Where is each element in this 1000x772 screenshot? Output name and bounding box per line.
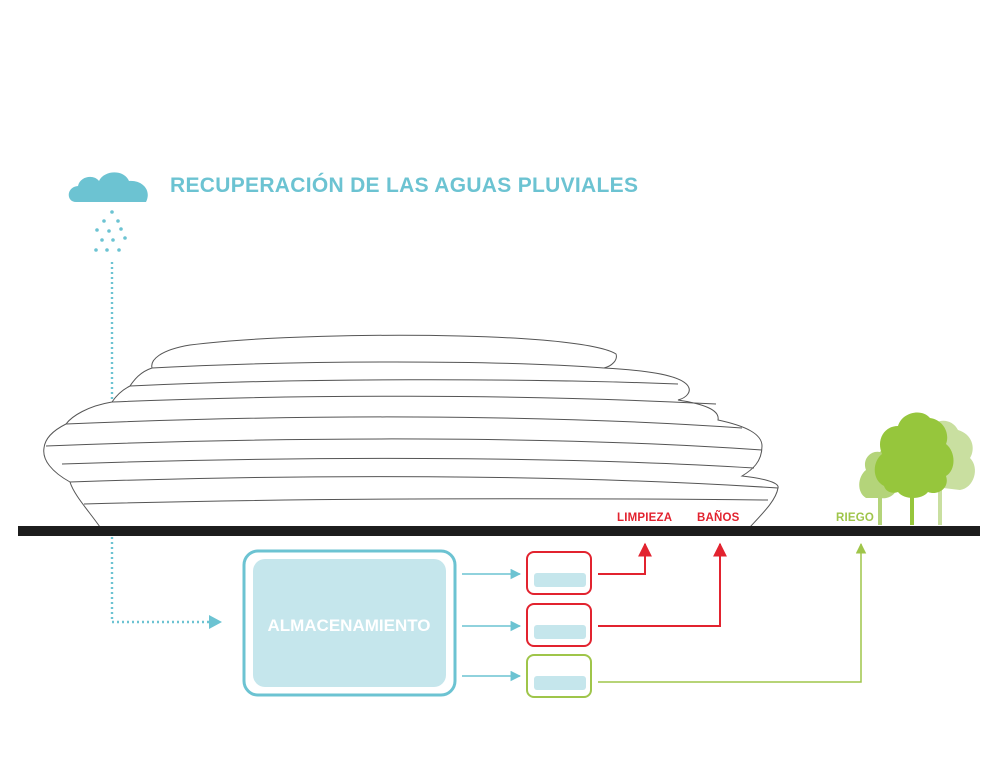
label-riego: RIEGO (836, 512, 875, 524)
pipe-riego (598, 542, 867, 683)
label-limpieza: LIMPIEZA (617, 512, 673, 524)
pipe-limpieza (598, 542, 652, 575)
tank-riego (526, 654, 592, 698)
rain-pipe (110, 262, 210, 624)
tree-icon (859, 412, 975, 525)
label-banos: BAÑOS (697, 512, 740, 524)
rain-drops-icon (94, 210, 127, 252)
ground-line (18, 526, 980, 536)
rain-pipe-arrow (209, 615, 222, 629)
cloud-icon (68, 172, 148, 202)
storage-label: ALMACENAMIENTO (267, 616, 431, 635)
tank-limpieza (526, 551, 592, 595)
storage-tank (242, 549, 457, 697)
tank-banos (526, 603, 592, 647)
diagram-title: RECUPERACIÓN DE LAS AGUAS PLUVIALES (170, 174, 639, 197)
pipe-banos (598, 542, 727, 627)
stadium-building (43, 334, 779, 528)
